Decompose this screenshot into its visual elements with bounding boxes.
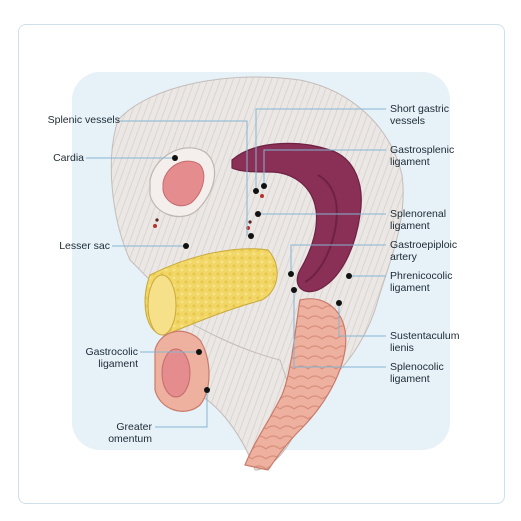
label-gastrosplenic-line1: Gastrosplenic <box>390 144 455 156</box>
label-short-gastric-line1: Short gastric <box>390 103 449 115</box>
label-lesser-sac: Lesser sac <box>59 240 110 252</box>
label-splenorenal-ligament: Splenorenal ligament <box>390 208 500 232</box>
dot-gastroepiploic <box>288 271 294 277</box>
label-greater-omentum-line1: Greater <box>116 421 152 433</box>
leader-splenocolic <box>293 290 386 368</box>
label-phrenicocolic-line1: Phrenicocolic <box>390 270 453 282</box>
pancreas <box>144 248 278 336</box>
leader-gastroepiploic <box>290 244 386 274</box>
leader-greater-omentum <box>155 391 208 428</box>
label-gastrocolic-line1: Gastrocolic <box>85 346 138 358</box>
label-splenocolic-ligament: Splenocolic ligament <box>390 361 500 385</box>
label-splenocolic-line2: ligament <box>390 373 430 385</box>
label-sustentaculum-line2: lienis <box>390 342 414 354</box>
label-sustentaculum-lienis: Sustentaculum lienis <box>390 330 500 354</box>
dot-short-gastric <box>253 188 259 194</box>
label-splenic-vessels: Splenic vessels <box>47 114 120 126</box>
label-gastroepiploic-artery: Gastroepiploic artery <box>390 239 500 263</box>
leader-sustentaculum <box>338 304 386 337</box>
dot-gastrosplenic <box>261 183 267 189</box>
label-gastroepiploic-line2: artery <box>390 251 417 263</box>
label-phrenicocolic-line2: ligament <box>390 282 430 294</box>
marker-dots <box>172 155 352 393</box>
label-splenorenal-line2: ligament <box>390 220 430 232</box>
label-gastroepiploic-line1: Gastroepiploic <box>390 239 458 251</box>
label-splenocolic-line1: Splenocolic <box>390 361 444 373</box>
label-cardia: Cardia <box>53 152 84 164</box>
label-gastrosplenic-ligament: Gastrosplenic ligament <box>390 144 500 168</box>
leader-lines <box>86 108 386 428</box>
label-short-gastric-vessels: Short gastric vessels <box>390 103 500 127</box>
dot-splenorenal <box>255 211 261 217</box>
dot-gastrocolic <box>196 349 202 355</box>
cardia-opening <box>149 147 216 218</box>
dot-greater-omentum <box>204 387 210 393</box>
dot-sustentaculum <box>336 300 342 306</box>
dot-splenocolic <box>291 287 297 293</box>
leader-short-gastric <box>255 108 386 190</box>
label-gastrocolic-line2: ligament <box>98 358 138 370</box>
dot-cardia <box>172 155 178 161</box>
label-gastrosplenic-line2: ligament <box>390 156 430 168</box>
label-gastrocolic-ligament: Gastrocolic ligament <box>60 346 138 370</box>
label-greater-omentum-line2: omentum <box>108 433 152 445</box>
vessel-marks <box>153 194 264 230</box>
descending-colon <box>244 298 347 471</box>
dot-splenic-vessels <box>248 233 254 239</box>
dot-phrenicocolic <box>346 273 352 279</box>
dot-lesser-sac <box>183 243 189 249</box>
label-short-gastric-line2: vessels <box>390 115 426 127</box>
label-sustentaculum-line1: Sustentaculum <box>390 330 460 342</box>
label-greater-omentum: Greater omentum <box>80 421 152 445</box>
leader-gastrosplenic <box>263 149 386 186</box>
leader-splenic-vessels <box>120 120 248 236</box>
label-phrenicocolic-ligament: Phrenicocolic ligament <box>390 270 500 294</box>
label-splenorenal-line1: Splenorenal <box>390 208 447 220</box>
colon-cut <box>154 330 210 412</box>
